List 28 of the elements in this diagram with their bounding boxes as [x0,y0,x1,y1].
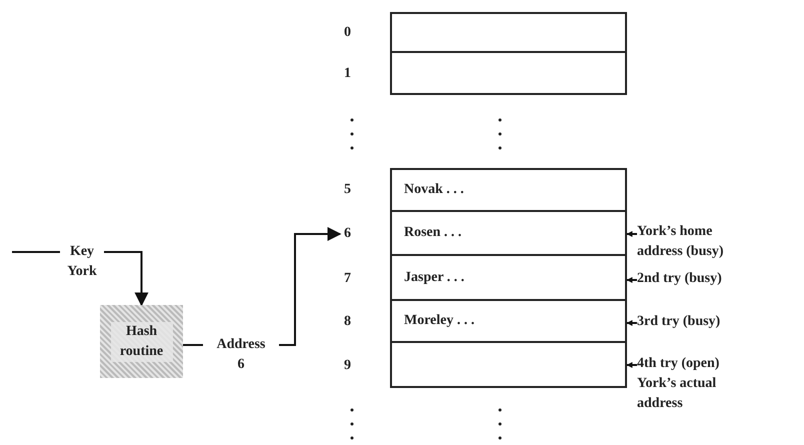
annotation-text: Key York [66,243,98,281]
arrow [626,362,637,368]
annotation-text: York’s actual address [637,375,718,413]
arrow [626,320,637,326]
slot-index: 0 [344,24,351,40]
record-text: Jasper . . . [404,270,464,286]
annotation-text: Address 6 [216,336,266,374]
arrow [626,231,637,237]
slot-index: 7 [344,270,351,286]
record-text: Rosen . . . [404,225,462,241]
slot-index: 1 [344,66,351,82]
process-label: Hash routine [110,322,172,362]
record-text: Novak . . . [404,182,464,198]
slot-index: 6 [344,226,351,242]
process-box [100,305,183,378]
connector-line [12,251,60,253]
record-text: Moreley . . . [404,313,474,329]
slot-index: 9 [344,358,351,374]
annotation-text: 2nd try (busy) [637,270,723,288]
slot-index: 8 [344,314,351,330]
arrow [104,251,148,306]
slot-index: 5 [344,182,351,198]
connector-line [183,344,203,346]
annotation-text: York’s home address (busy) [637,223,724,261]
arrow [626,277,637,283]
arrow [279,227,342,346]
annotation-text: 3rd try (busy) [637,313,722,331]
annotation-text: 4th try (open) [637,355,720,373]
